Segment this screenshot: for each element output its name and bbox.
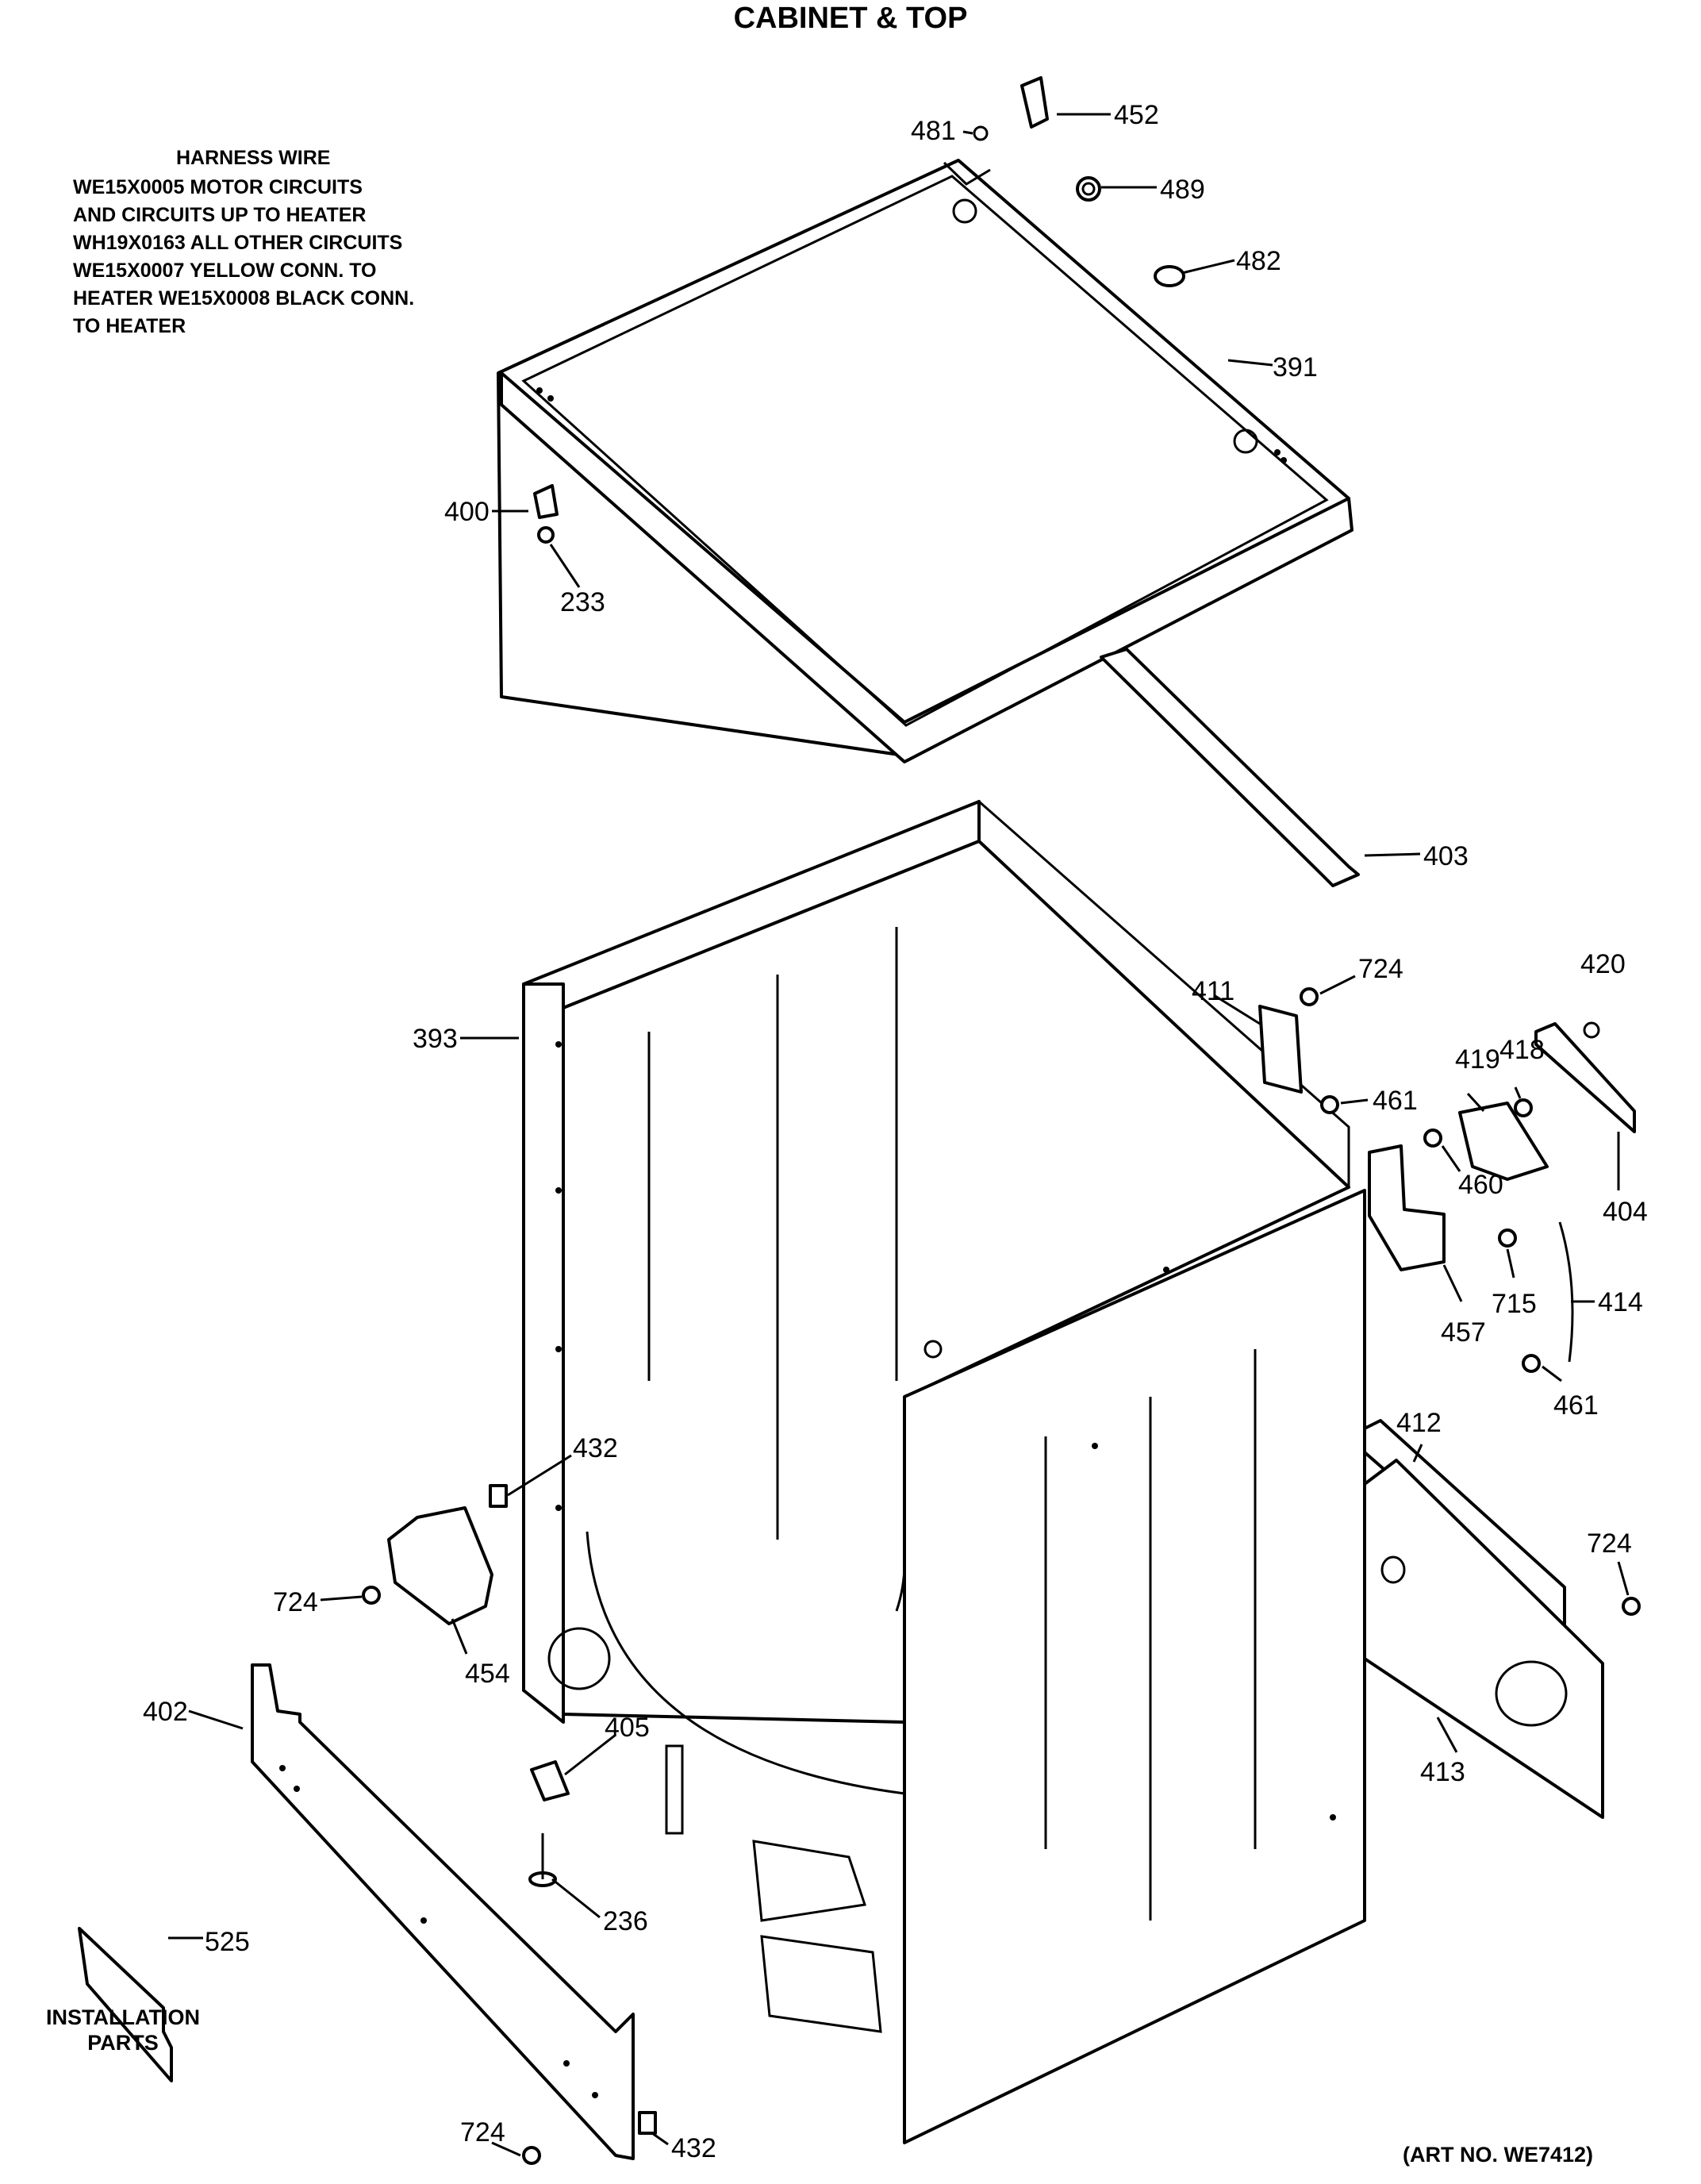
page-title: CABINET & TOP	[733, 2, 968, 35]
callout-481: 481	[911, 116, 956, 146]
callout-432-bottom: 432	[671, 2133, 716, 2163]
harness-note-line: HEATER WE15X0008 BLACK CONN.	[73, 287, 415, 310]
callout-413: 413	[1420, 1757, 1465, 1787]
callout-412: 412	[1396, 1408, 1442, 1438]
callout-724-right: 724	[1587, 1528, 1632, 1559]
callout-404: 404	[1603, 1197, 1648, 1227]
installation-label-line2: PARTS	[87, 2031, 159, 2055]
callout-393: 393	[413, 1024, 458, 1054]
callout-414: 414	[1598, 1287, 1643, 1317]
harness-note-line: WE15X0005 MOTOR CIRCUITS	[73, 176, 363, 198]
harness-note-line: WH19X0163 ALL OTHER CIRCUITS	[73, 232, 403, 254]
callout-489: 489	[1160, 175, 1205, 205]
callout-452: 452	[1114, 100, 1159, 130]
callout-461-top: 461	[1373, 1086, 1418, 1116]
callout-236: 236	[603, 1906, 648, 1936]
callout-403: 403	[1423, 841, 1469, 871]
installation-parts-label: INSTALLATION PARTS	[32, 2005, 214, 2055]
callout-402: 402	[143, 1697, 188, 1727]
callout-457: 457	[1441, 1317, 1486, 1348]
callout-419: 419	[1455, 1044, 1500, 1075]
callout-454: 454	[465, 1659, 510, 1689]
callout-724-top: 724	[1358, 954, 1403, 984]
cabinet-body-393	[522, 800, 1366, 2144]
harness-wire-note: HARNESS WIRE WE15X0005 MOTOR CIRCUITS AN…	[73, 144, 517, 340]
callout-233: 233	[560, 587, 605, 617]
callout-715: 715	[1492, 1289, 1537, 1319]
callout-525: 525	[205, 1927, 250, 1957]
callout-432-top: 432	[573, 1433, 618, 1463]
callout-460: 460	[1458, 1170, 1503, 1200]
callout-418: 418	[1499, 1035, 1545, 1065]
harness-note-heading: HARNESS WIRE	[176, 147, 331, 169]
harness-note-line: WE15X0007 YELLOW CONN. TO	[73, 260, 377, 282]
callout-400: 400	[444, 497, 490, 527]
leader-lines	[168, 113, 1630, 2157]
callout-labels: 481 452 489 482 391 400 233 403 393 411 …	[143, 100, 1648, 2163]
callout-724-left: 724	[273, 1587, 318, 1617]
callout-411: 411	[1192, 976, 1234, 1006]
callout-405: 405	[605, 1713, 650, 1743]
callout-482: 482	[1236, 246, 1281, 276]
harness-note-line: TO HEATER	[73, 315, 186, 337]
callout-461-bottom: 461	[1553, 1390, 1599, 1421]
hinge-strip-403	[1100, 648, 1360, 887]
art-number: (ART NO. WE7412)	[1403, 2143, 1594, 2167]
callout-420: 420	[1580, 949, 1626, 979]
top-panel-391	[497, 159, 1354, 763]
callout-724-bottom: 724	[460, 2117, 505, 2147]
hardware-parts	[78, 76, 1641, 2165]
harness-note-line: AND CIRCUITS UP TO HEATER	[73, 204, 367, 226]
callout-391: 391	[1273, 352, 1318, 383]
installation-label-line1: INSTALLATION	[46, 2005, 200, 2029]
